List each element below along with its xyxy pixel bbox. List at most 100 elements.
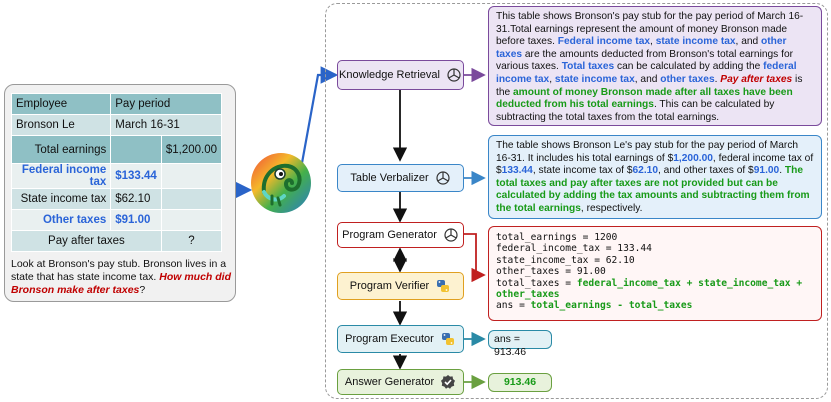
code-token: total_earnings - total_taxes: [530, 300, 693, 312]
module-label: Answer Generator: [344, 376, 435, 388]
text-segment: 62.10: [632, 165, 659, 177]
code-token: ans =: [496, 300, 531, 312]
table-cell: March 16-31: [110, 114, 222, 136]
executor-output: ans = 913.46: [488, 330, 552, 358]
text-segment: Total taxes: [561, 61, 615, 73]
text-segment: .: [714, 73, 721, 85]
text-segment: , and: [735, 36, 762, 48]
executor-result: ans = 913.46: [494, 333, 527, 358]
text-segment: , and other taxes of $: [658, 165, 754, 177]
text-segment: , and: [634, 73, 661, 85]
openai-logo-icon: [436, 171, 450, 185]
code-token: total_taxes =: [496, 277, 577, 289]
table-row: Federal income tax $133.44: [10, 163, 223, 189]
code-line: other_taxes: [496, 289, 560, 300]
input-panel: Employee Pay period Bronson Le March 16-…: [4, 84, 236, 302]
text-segment: , federal income tax of $: [496, 152, 814, 177]
text-segment: Pay after taxes: [720, 73, 793, 85]
table-cell: $62.10: [110, 188, 162, 210]
table-cell: [160, 209, 223, 231]
text-segment: 91.00: [753, 165, 780, 177]
table-cell: Pay after taxes: [11, 230, 162, 252]
knowledge-retrieval-module: Knowledge Retrieval: [337, 60, 464, 90]
table-cell: $1,200.00: [160, 135, 223, 164]
question-query: How much did Bronson make after taxes: [11, 271, 232, 296]
text-segment: is the: [496, 73, 803, 98]
table-cell: Employee: [10, 93, 112, 115]
text-segment: ,: [549, 73, 555, 85]
code-token: other_taxes = 91.00: [496, 266, 606, 278]
program-generator-module: Program Generator: [337, 222, 464, 248]
table-cell: Bronson Le: [10, 114, 112, 136]
text-segment: amount of money Bronson made after all t…: [496, 86, 793, 111]
text-segment: Federal income tax: [557, 36, 651, 48]
text-segment: ,: [650, 36, 656, 48]
code-line: total_taxes = federal_income_tax + state…: [496, 278, 802, 289]
table-row: State income tax $62.10: [10, 188, 223, 210]
openai-logo-icon: [447, 68, 461, 82]
knowledge-output: This table shows Bronson's pay stub for …: [488, 6, 822, 126]
table-cell: [160, 163, 223, 189]
table-row: Bronson Le March 16-31: [10, 114, 222, 136]
pipeline-panel: [325, 3, 828, 399]
module-label: Knowledge Retrieval: [339, 69, 440, 81]
program-verifier-module: Program Verifier: [337, 272, 464, 300]
final-answer-box: 913.46: [488, 373, 552, 392]
text-segment: The table shows Bronson Le's pay stub fo…: [496, 140, 799, 164]
program-output: total_earnings = 1200 federal_income_tax…: [488, 226, 822, 321]
answer-generator-module: Answer Generator: [337, 369, 464, 395]
table-cell: Other taxes: [10, 209, 112, 231]
arrow-planner-to-pipeline: [296, 66, 339, 186]
pay-stub-table: Employee Pay period Bronson Le March 16-…: [10, 93, 223, 252]
python-logo-icon: [441, 333, 454, 345]
table-row: Employee Pay period: [10, 93, 222, 115]
text-segment: other taxes: [660, 73, 715, 85]
text-segment: other taxes: [496, 36, 787, 60]
text-segment: . This can be calculated by subtracting …: [496, 99, 775, 123]
module-label: Program Executor: [345, 333, 434, 345]
final-answer: 913.46: [503, 376, 537, 388]
table-cell: [110, 135, 162, 164]
text-segment: .: [779, 165, 785, 177]
arrow-pg-output: [464, 233, 486, 283]
table-cell: State income tax: [10, 188, 112, 210]
text-segment: , respectively.: [580, 202, 643, 214]
table-row: Other taxes $91.00: [10, 209, 223, 231]
code-token: other_taxes: [496, 289, 560, 301]
text-segment: 1,200.00: [673, 152, 713, 164]
table-cell: $133.44: [110, 163, 162, 189]
module-label: Program Generator: [342, 229, 437, 241]
question-mark: ?: [139, 284, 146, 296]
module-label: Table Verbalizer: [350, 172, 429, 184]
code-token: state_income_tax = 62.10: [496, 254, 635, 266]
text-segment: state income tax: [554, 73, 635, 85]
text-segment: are the amounts deducted from Bronson's …: [496, 48, 793, 73]
question-context: Look at Bronson's pay stub. Bronson live…: [11, 258, 227, 283]
code-line: ans = total_earnings - total_taxes: [496, 300, 692, 311]
code-token: federal_income_tax + state_income_tax +: [576, 277, 803, 289]
text-segment: This table shows Bronson's pay stub for …: [496, 11, 804, 48]
text-segment: federal income tax: [496, 61, 797, 85]
question-text: Look at Bronson's pay stub. Bronson live…: [11, 258, 233, 297]
table-cell: Total earnings: [10, 135, 112, 164]
module-label: Program Verifier: [349, 280, 430, 292]
table-row: Pay after taxes ?: [11, 230, 223, 252]
text-segment: can be calculated by adding the: [614, 61, 764, 73]
code-line: other_taxes = 91.00: [496, 266, 606, 277]
chameleon-icon: [250, 152, 312, 214]
text-segment: state income tax: [655, 36, 736, 48]
code-token: total_earnings = 1200: [496, 232, 618, 243]
text-segment: , state income tax of $: [532, 165, 633, 177]
text-segment: The total taxes and pay after taxes are …: [496, 165, 810, 214]
table-cell: $91.00: [110, 209, 162, 231]
verbalizer-output: The table shows Bronson Le's pay stub fo…: [488, 135, 822, 219]
text-segment: 133.44: [501, 165, 533, 177]
code-line: federal_income_tax = 133.44: [496, 243, 652, 254]
code-token: federal_income_tax = 133.44: [496, 243, 652, 255]
table-cell: Federal income tax: [10, 163, 112, 189]
table-cell: [160, 188, 223, 210]
program-executor-module: Program Executor: [337, 325, 464, 353]
code-line: total_earnings = 1200: [496, 232, 617, 243]
table-row: Total earnings $1,200.00: [10, 135, 223, 164]
